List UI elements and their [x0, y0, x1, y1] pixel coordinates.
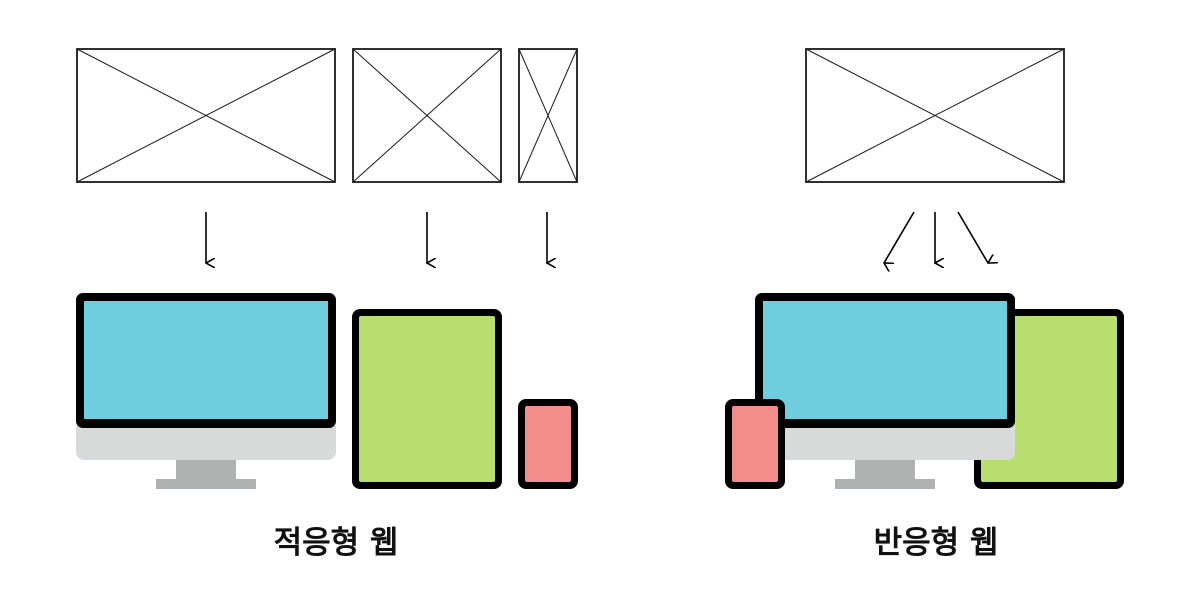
placeholder-medium-icon	[352, 48, 502, 183]
adaptive-section	[76, 48, 578, 489]
tablet-icon	[352, 309, 502, 489]
placeholder-small-icon	[518, 48, 578, 183]
placeholder-responsive-icon	[805, 48, 1065, 183]
adaptive-web-label: 적응형 웹	[273, 525, 399, 561]
desktop-monitor-icon	[76, 293, 336, 489]
smartphone-icon	[518, 399, 578, 489]
desktop-monitor-icon	[755, 293, 1015, 489]
smartphone-icon	[725, 399, 785, 489]
arrow-down-right-icon	[957, 211, 988, 263]
placeholder-large-icon	[76, 48, 336, 183]
arrow-down-left-icon	[884, 211, 915, 263]
responsive-section	[725, 48, 1124, 489]
responsive-web-label: 반응형 웹	[873, 525, 999, 561]
